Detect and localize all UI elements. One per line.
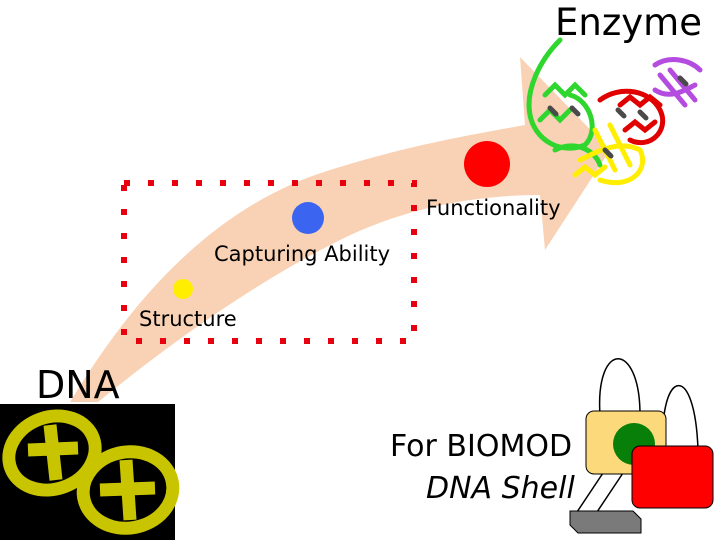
enzyme-protein-image — [526, 37, 703, 186]
biomod-label: For BIOMOD — [390, 429, 573, 464]
milestone-dot-functionality — [464, 141, 510, 187]
dna-shell-label: DNA Shell — [426, 471, 575, 506]
enzyme-label: Enzyme — [555, 1, 702, 44]
dotted-highlight-box — [121, 180, 417, 344]
capturing-ability-label: Capturing Ability — [214, 242, 391, 266]
functionality-label: Functionality — [426, 196, 561, 220]
milestone-dot-capturing — [292, 202, 324, 234]
dna-label: DNA — [36, 363, 120, 407]
progress-arrow — [70, 57, 610, 402]
dna-shell-icon — [569, 358, 714, 534]
milestone-dot-structure — [173, 279, 193, 299]
dna-origami-image — [0, 404, 180, 540]
structure-label: Structure — [139, 307, 237, 331]
